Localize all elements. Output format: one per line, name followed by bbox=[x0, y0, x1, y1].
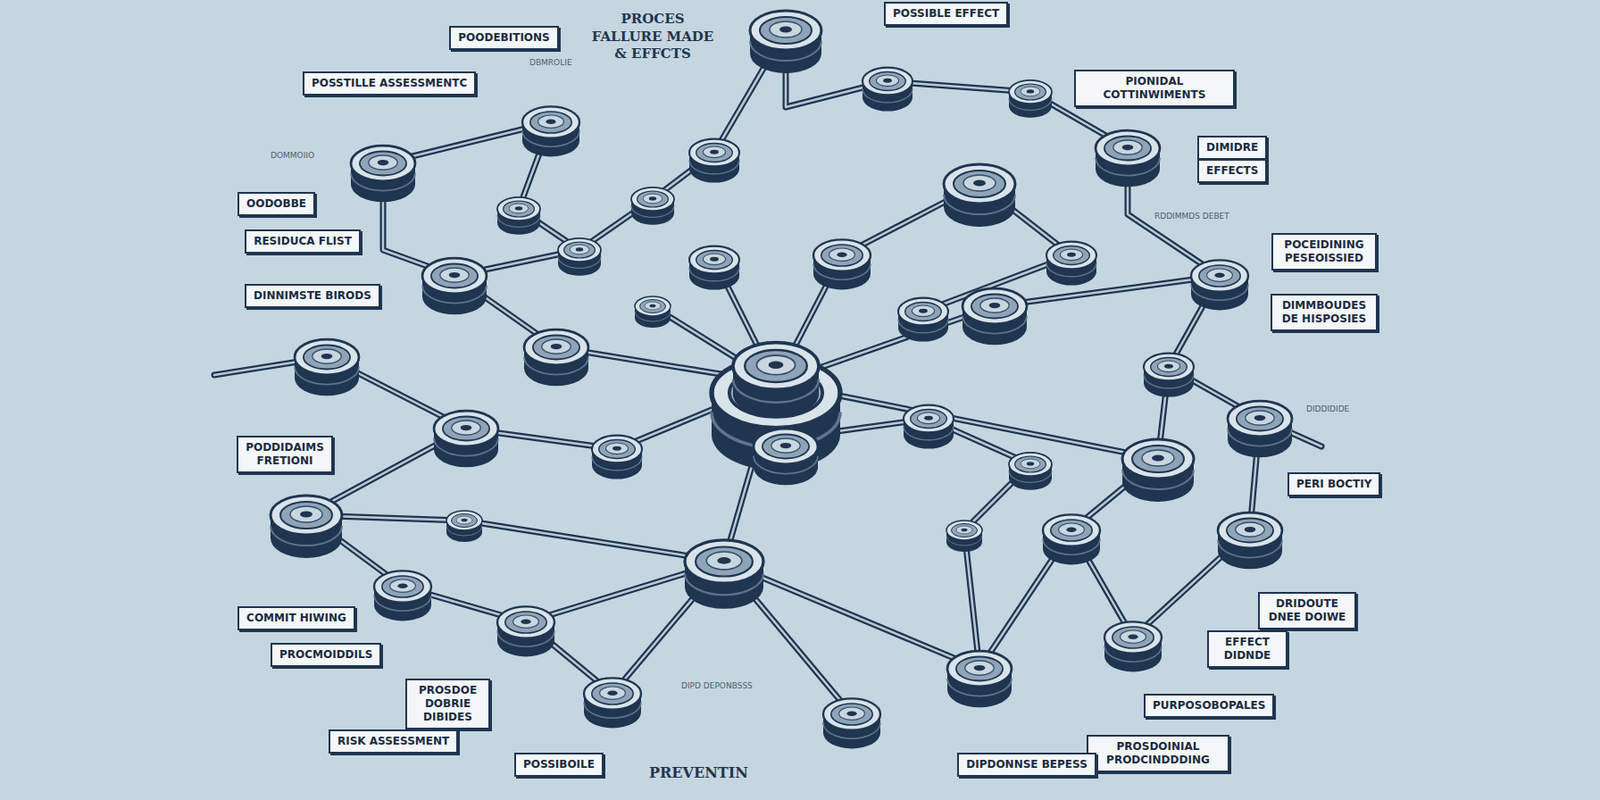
label-box: RISK ASSESSMENT bbox=[328, 729, 459, 754]
cylinders bbox=[270, 10, 1292, 749]
label-box: DRIDOUTE DNEE DOIWE bbox=[1258, 591, 1357, 630]
label-text: POSSIBOILE bbox=[523, 758, 595, 772]
label-text: POSSIBLE EFFECT bbox=[892, 7, 1000, 21]
label-box: DIMIDRE bbox=[1197, 135, 1267, 160]
label-text: OODOBBE bbox=[246, 197, 307, 211]
label-box: PROCMOIDDILS bbox=[270, 642, 382, 667]
label-text: COMMIT HIWING bbox=[246, 611, 347, 625]
footer-label: PREVENTIN bbox=[646, 763, 751, 783]
note-label: DIPD DEPONBSSS bbox=[678, 680, 756, 692]
label-box: PURPOSOBOPALES bbox=[1143, 693, 1275, 718]
label-box: DIMMBOUDES DE HISPOSIES bbox=[1270, 293, 1378, 332]
pipes bbox=[214, 30, 1322, 715]
label-text: EFFECTS bbox=[1206, 164, 1259, 178]
label-box: EFFECT DIDNDE bbox=[1207, 630, 1288, 668]
note-label: RDDIMMDS DEBET bbox=[1151, 210, 1233, 222]
label-text: POODEBITIONS bbox=[458, 31, 550, 45]
label-box: POODEBITIONS bbox=[449, 25, 559, 50]
label-box: DINNIMSTE BIRODS bbox=[244, 283, 381, 309]
label-box: PROSDOINIAL PRODCINDDDING bbox=[1086, 734, 1230, 773]
label-text: DIMIDRE bbox=[1206, 141, 1259, 155]
label-box: POSSIBOILE bbox=[514, 752, 604, 777]
label-text: PROCMOIDDILS bbox=[279, 648, 373, 662]
note-label: DIDDIDIDE bbox=[1303, 403, 1352, 415]
label-text: PODDIDAIMS FRETIONI bbox=[245, 441, 325, 468]
label-box: PERI BOCTIY bbox=[1287, 472, 1381, 497]
label-text: RESIDUCA FLIST bbox=[253, 234, 352, 249]
label-text: DIMMBOUDES DE HISPOSIES bbox=[1279, 299, 1369, 326]
label-text: POSSTILLE ASSESSMENTC bbox=[311, 76, 467, 91]
label-box: RESIDUCA FLIST bbox=[244, 229, 361, 254]
label-text: DINNIMSTE BIRODS bbox=[253, 289, 372, 303]
label-box: OODOBBE bbox=[237, 191, 316, 217]
label-text: DRIDOUTE DNEE DOIWE bbox=[1266, 597, 1348, 625]
label-text: PROSDOINIAL PRODCINDDDING bbox=[1095, 740, 1221, 767]
label-text: RISK ASSESSMENT bbox=[337, 734, 450, 749]
label-box: DIPDONNSE BEPESS bbox=[957, 752, 1097, 777]
label-box: POSSIBLE EFFECT bbox=[883, 1, 1009, 26]
note-label: DOMMOIIO bbox=[267, 150, 317, 161]
label-box: POCEIDINING PESEOISSIED bbox=[1271, 233, 1377, 271]
note-label: DBMROLIE bbox=[526, 57, 575, 68]
label-text: DIPDONNSE BEPESS bbox=[966, 758, 1088, 772]
label-box: EFFECTS bbox=[1197, 158, 1267, 184]
label-box: POSSTILLE ASSESSMENTC bbox=[302, 71, 476, 96]
label-text: PIONIDAL COTTINWIMENTS bbox=[1083, 75, 1226, 102]
label-text: PERI BOCTIY bbox=[1296, 477, 1372, 492]
label-text: PROSDOE DOBRIE DIBIDES bbox=[414, 683, 482, 725]
label-text: PURPOSOBOPALES bbox=[1152, 699, 1266, 713]
label-text: EFFECT DIDNDE bbox=[1216, 635, 1279, 663]
label-box: PIONIDAL COTTINWIMENTS bbox=[1074, 69, 1235, 108]
label-box: PODDIDAIMS FRETIONI bbox=[236, 435, 334, 474]
label-text: POCEIDINING PESEOISSIED bbox=[1280, 238, 1368, 266]
label-box: COMMIT HIWING bbox=[237, 606, 356, 631]
diagram-title: PROCES FALLURE MADE & EFFCTS bbox=[582, 8, 724, 66]
label-box: PROSDOE DOBRIE DIBIDES bbox=[405, 678, 491, 730]
